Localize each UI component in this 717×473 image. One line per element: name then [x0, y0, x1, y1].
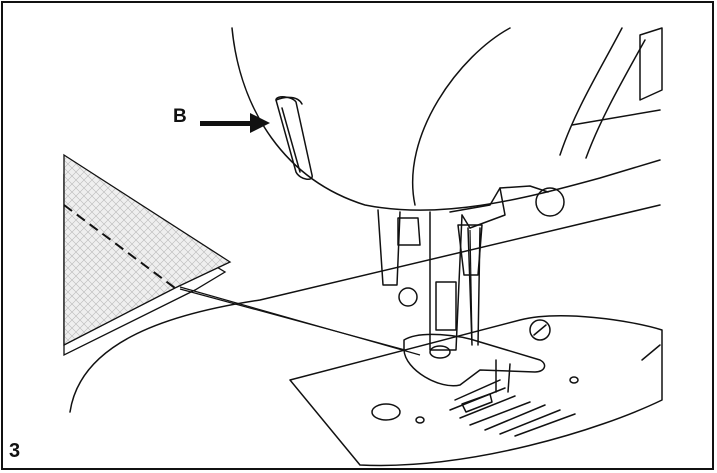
callout-label-b: B — [173, 106, 187, 127]
needle-plate — [289, 315, 663, 467]
presser-foot — [403, 333, 546, 387]
threads — [179, 229, 473, 356]
stitch-line — [63, 204, 176, 289]
machine-head — [231, 27, 661, 211]
lever-b — [275, 96, 313, 180]
arrow-icon — [200, 113, 270, 133]
figure-number: 3 — [9, 440, 21, 462]
fabric-sheets — [63, 153, 232, 357]
